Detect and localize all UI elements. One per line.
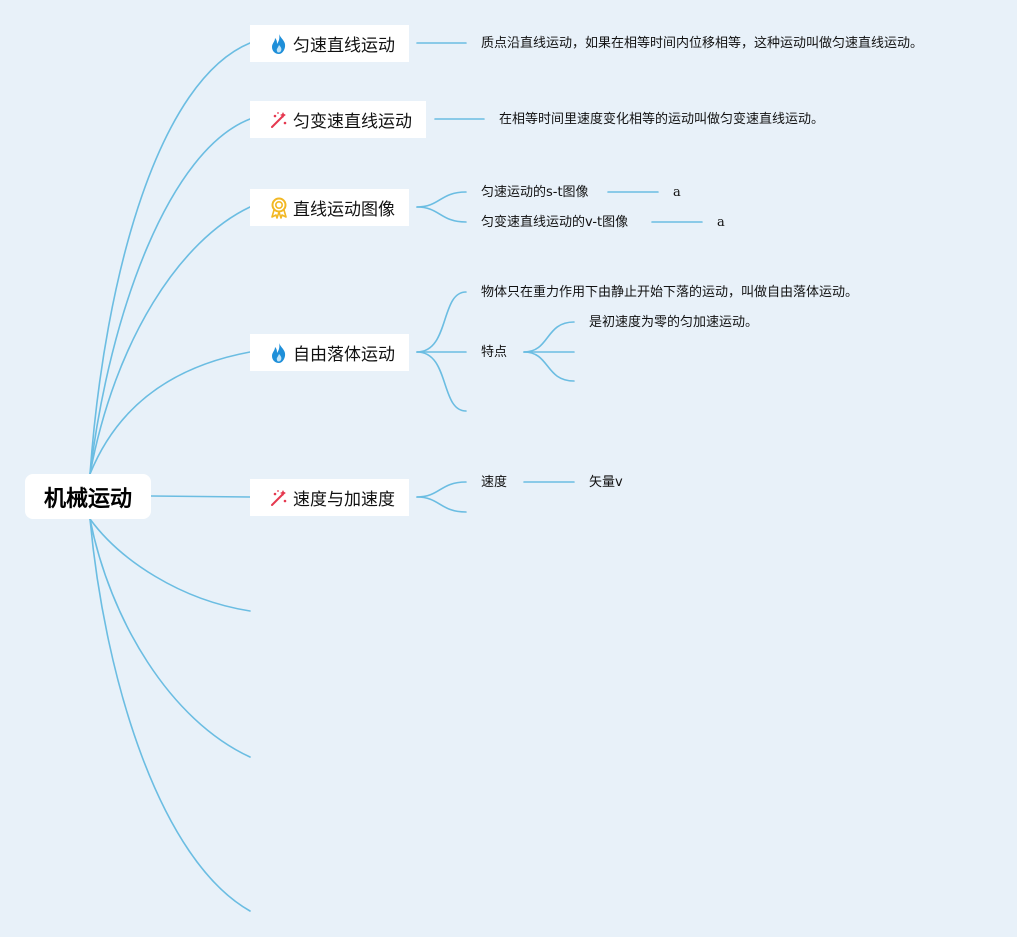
leaf-free-fall-definition[interactable]: 物体只在重力作用下由静止开始下落的运动，叫做自由落体运动。 [481,285,859,300]
fire-icon [268,33,290,55]
leaf-speed[interactable]: 速度 [481,475,508,490]
fire-icon [268,342,290,364]
topic-uniform-variable-motion[interactable]: 匀变速直线运动 [250,101,426,138]
sparkle-icon [268,109,290,131]
leaf-speed-child[interactable]: 矢量v [589,475,623,490]
topic-label: 速度与加速度 [293,490,395,510]
topic-uniform-motion[interactable]: 匀速直线运动 [250,25,409,62]
leaf-free-fall-feature[interactable]: 特点 [481,345,508,360]
topic-label: 匀变速直线运动 [293,112,412,132]
leaf-free-fall-feature-item[interactable]: 是初速度为零的匀加速运动。 [589,315,759,330]
leaf-uniform-variable-definition[interactable]: 在相等时间里速度变化相等的运动叫做匀变速直线运动。 [499,112,825,127]
topic-label: 匀速直线运动 [293,36,395,56]
leaf-vt-graph-child[interactable]: a [717,215,725,230]
sparkle-icon [268,487,290,509]
topic-label: 自由落体运动 [293,345,395,365]
root-node[interactable]: 机械运动 [25,474,151,519]
topic-label: 直线运动图像 [293,200,395,220]
topic-free-fall[interactable]: 自由落体运动 [250,334,409,371]
topic-velocity-acceleration[interactable]: 速度与加速度 [250,479,409,516]
award-icon [268,197,290,219]
topic-motion-graph[interactable]: 直线运动图像 [250,189,409,226]
leaf-vt-graph[interactable]: 匀变速直线运动的v-t图像 [481,215,629,230]
leaf-st-graph-child[interactable]: a [673,185,681,200]
root-label: 机械运动 [43,486,132,512]
leaf-st-graph[interactable]: 匀速运动的s-t图像 [481,185,589,200]
leaf-uniform-definition[interactable]: 质点沿直线运动，如果在相等时间内位移相等，这种运动叫做匀速直线运动。 [481,36,924,51]
